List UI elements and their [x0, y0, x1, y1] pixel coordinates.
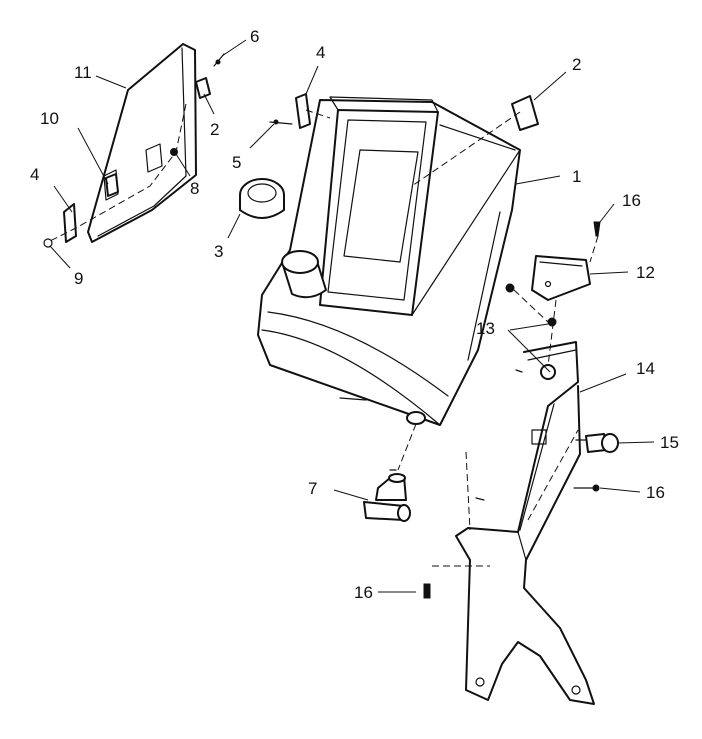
callout-6: 6	[250, 27, 259, 46]
part-12-bracket	[531, 255, 591, 301]
callout-3: 3	[214, 242, 223, 261]
part-16-screw-bottom	[423, 583, 431, 599]
part-4-plate-upper	[295, 93, 311, 129]
part-9-washer	[43, 238, 53, 248]
part-7-elbow-fitting	[363, 469, 411, 522]
callout-4-lower: 4	[30, 165, 39, 184]
callout-labels: 1 2 2 3 4 4 5 6 7 8 9 10 11 12 13 14 15 …	[30, 27, 679, 602]
part-10-insert	[105, 173, 119, 197]
leader-lines	[49, 39, 655, 593]
callout-16-top: 16	[622, 191, 641, 210]
callout-11: 11	[74, 63, 92, 82]
filler-neck-opening	[281, 250, 319, 274]
part-4-plate-lower	[63, 203, 77, 243]
callout-14: 14	[636, 359, 655, 378]
part-3-cap	[239, 178, 285, 219]
callout-2-top: 2	[572, 55, 581, 74]
part-16-screw-top	[593, 221, 601, 237]
callout-16-mid: 16	[646, 483, 665, 502]
callout-9: 9	[74, 269, 83, 288]
callout-12: 12	[636, 263, 655, 282]
part-16-screw-mid	[573, 484, 600, 492]
part-8-nut	[170, 148, 178, 156]
callout-13: 13	[476, 319, 495, 338]
callout-8: 8	[190, 179, 199, 198]
callout-4-upper: 4	[316, 43, 325, 62]
callout-1: 1	[572, 167, 581, 186]
part-15-valve	[575, 433, 619, 453]
callout-16-bottom: 16	[354, 583, 373, 602]
drain-boss	[406, 411, 426, 425]
callout-5: 5	[232, 153, 241, 172]
callout-10: 10	[40, 109, 59, 128]
part-5-screw	[269, 119, 293, 125]
callout-2-left: 2	[210, 120, 219, 139]
part-2-clip-top	[511, 95, 539, 131]
part-14-mount-bracket	[455, 341, 595, 705]
callout-7: 7	[308, 479, 317, 498]
assembly-axes	[47, 103, 599, 567]
callout-15: 15	[660, 433, 679, 452]
part-2-clip-left	[195, 77, 211, 99]
part-1-tank	[257, 96, 521, 426]
